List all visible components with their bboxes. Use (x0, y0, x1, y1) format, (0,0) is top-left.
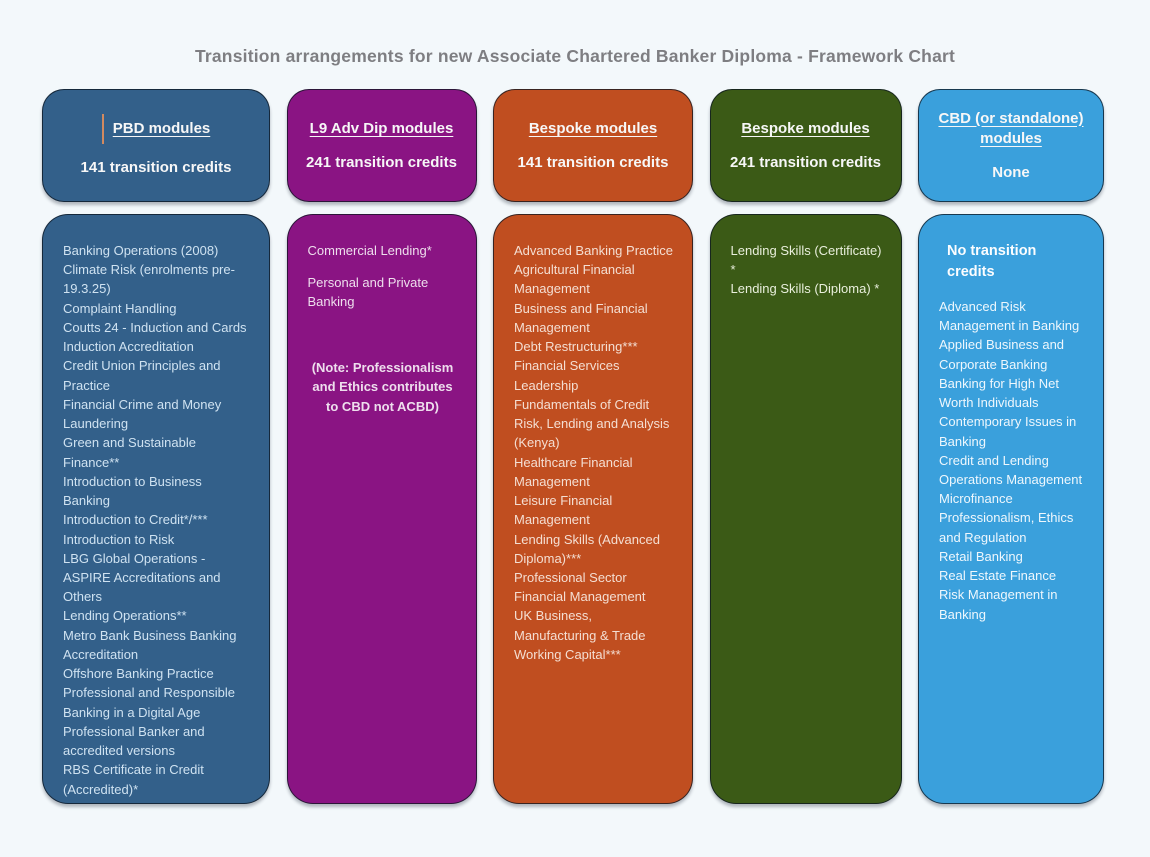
module-item: Retail Banking (939, 548, 1023, 564)
module-item: Lending Operations** (63, 608, 187, 624)
pbd-header-title: PBD modules (101, 113, 211, 144)
module-item: Metro Bank Business Banking Accreditatio… (63, 627, 237, 662)
module-item: Offshore Banking Practice (63, 666, 214, 682)
column-bespoke-241: Bespoke modules 241 transition credits L… (709, 89, 902, 804)
module-item: RBS Certificate in Credit (Accredited)* (63, 762, 204, 797)
l9-credits-label: 241 transition credits (306, 153, 457, 171)
module-item: Introduction to Business Banking (63, 473, 202, 509)
l9-modules: Commercial Lending* Personal and Private … (308, 241, 458, 312)
l9-note: (Note: Professionalism and Ethics contri… (311, 359, 454, 414)
cbd-module-list: No transition credits Advanced Risk Mana… (918, 214, 1104, 804)
module-item: Introduction to Credit*/*** (63, 512, 208, 528)
cbd-credits-label: None (992, 164, 1030, 181)
pbd-header-box: PBD modules 141 transition credits (42, 89, 270, 202)
module-item: Financial Crime and Money Laundering (63, 396, 222, 432)
module-item: Banking Operations (2008) (63, 243, 219, 258)
module-item: Commercial Lending* (307, 243, 432, 258)
bespoke241-credits-label: 241 transition credits (730, 153, 881, 171)
module-item: Green and Sustainable Finance** (63, 435, 196, 470)
module-item: Working Capital*** (514, 646, 621, 662)
module-item: Contemporary Issues in Banking (939, 414, 1077, 449)
module-item: UK Business, Manufacturing & Trade (514, 608, 646, 643)
bespoke241-module-list: Lending Skills (Certificate) * Lending Sk… (709, 214, 902, 804)
module-item: Coutts 24 - Induction and Cards Inductio… (63, 319, 247, 355)
module-item: Introduction to Risk (63, 531, 175, 547)
bespoke241-header-box: Bespoke modules 241 transition credits (709, 89, 902, 202)
module-item: Debt Restructuring*** (514, 339, 638, 355)
module-item: Personal and Private Banking (307, 275, 429, 310)
module-item: Climate Risk (enrolments pre-19.3.25) (63, 262, 235, 297)
bespoke141-header-box: Bespoke modules 141 transition credits (493, 89, 693, 202)
bespoke141-credits-label: 141 transition credits (517, 153, 669, 171)
l9-header-box: L9 Adv Dip modules 241 transition credit… (286, 89, 477, 202)
module-item: Risk Management in Banking (939, 587, 1058, 622)
columns-row: PBD modules 141 transition credits Banki… (0, 89, 1150, 804)
text-cursor-artifact (101, 113, 104, 144)
module-item: Banking for High Net Worth Individuals (939, 375, 1059, 411)
column-pbd: PBD modules 141 transition credits Banki… (42, 89, 270, 804)
module-item: Leisure Financial Management (514, 493, 613, 528)
module-item: Professionalism, Ethics and Regulation (939, 510, 1074, 545)
module-item: Business and Financial Management (514, 300, 648, 335)
module-item: Real Estate Finance (939, 568, 1057, 584)
bespoke241-header-label: Bespoke modules (741, 119, 870, 137)
page-title: Transition arrangements for new Associat… (194, 46, 956, 66)
pbd-header-label: PBD modules (112, 119, 211, 137)
module-item: Healthcare Financial Management (514, 454, 633, 489)
module-item: Professional and Responsible Banking in … (63, 685, 235, 720)
module-item: LBG Global Operations - ASPIRE Accredita… (63, 550, 221, 605)
module-item: Complaint Handling (63, 300, 177, 316)
module-item: Credit and Lending Operations Management (939, 452, 1083, 488)
framework-chart-page: Transition arrangements for new Associat… (0, 46, 1150, 857)
column-bespoke-141: Bespoke modules 141 transition credits A… (493, 89, 693, 804)
module-item: Financial Services Leadership (514, 358, 620, 393)
module-item: Applied Business and Corporate Banking (939, 337, 1065, 372)
bespoke141-header-label: Bespoke modules (528, 119, 658, 137)
module-item: Credit Union Principles and Practice (63, 358, 221, 393)
cbd-subheader: No transition credits (947, 243, 1037, 281)
column-cbd: CBD (or standalone) modules None No tran… (918, 89, 1104, 804)
l9-header-label: L9 Adv Dip modules (309, 119, 454, 137)
l9-module-list: Commercial Lending* Personal and Private … (286, 214, 477, 804)
cbd-header-label: CBD (or standalone) modules (938, 109, 1084, 147)
module-item: Lending Skills (Diploma) * (730, 281, 880, 297)
module-item: Advanced Risk Management in Banking (939, 298, 1080, 334)
module-item: Professional Sector Financial Management (514, 569, 646, 605)
pbd-credits-label: 141 transition credits (80, 158, 232, 176)
module-item: Agricultural Financial Management (514, 262, 635, 297)
module-item: Advanced Banking Practice (514, 243, 673, 258)
module-item: Lending Skills (Certificate) * (730, 243, 882, 278)
pbd-module-list: Banking Operations (2008) Climate Risk (e… (42, 214, 270, 804)
module-item: Lending Skills (Advanced Diploma)*** (514, 531, 660, 566)
module-item: Microfinance (939, 491, 1013, 507)
column-l9-adv-dip: L9 Adv Dip modules 241 transition credit… (286, 89, 477, 804)
cbd-header-box: CBD (or standalone) modules None (918, 89, 1104, 202)
module-item: Professional Banker and accredited versi… (63, 723, 205, 759)
module-item: Fundamentals of Credit Risk, Lending and… (514, 396, 670, 451)
